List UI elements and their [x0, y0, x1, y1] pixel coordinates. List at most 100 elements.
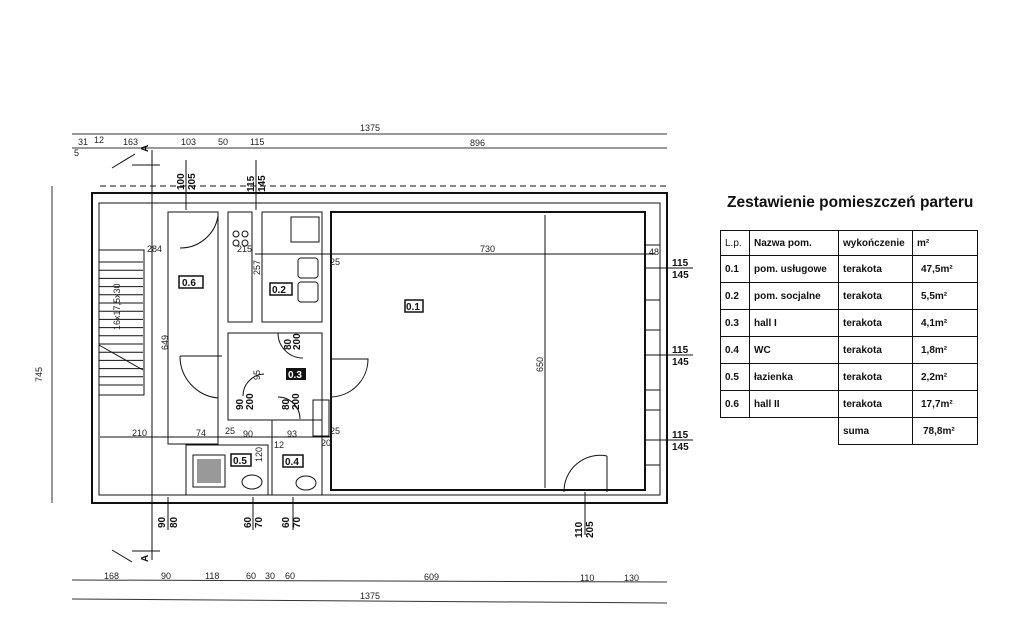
dimension-label: 60	[246, 571, 256, 581]
dimension-label: 80	[169, 516, 180, 528]
dimension-label: 130	[624, 573, 639, 583]
dimension-label: 90	[157, 516, 168, 528]
dimension-label: 12	[274, 440, 284, 450]
dimension-label: 115	[672, 345, 689, 356]
cell-finish: terakota	[838, 363, 913, 391]
room-0-1: 0.1	[255, 211, 661, 493]
dimension-label: 60	[281, 516, 292, 528]
cell-name: pom. usługowe	[749, 255, 839, 283]
window	[644, 409, 661, 466]
dimension-label: 745	[34, 367, 44, 382]
cell-finish: terakota	[838, 336, 913, 364]
cell-name: WC	[749, 336, 839, 364]
opening-labels-bottom: 90 80 60 70 60 70 110 205	[157, 492, 596, 538]
room-tag-0-3: 0.3	[288, 370, 302, 381]
dimension-label: 12	[94, 135, 104, 145]
dimension-label: 145	[672, 357, 689, 368]
dimension-label: 110	[574, 521, 585, 538]
cell-area: 4,1m²	[912, 309, 978, 337]
room-0-4: 0.4	[271, 419, 323, 496]
cell-area: 1,8m²	[912, 336, 978, 364]
dimension-label: 120	[254, 447, 264, 462]
dimension-label: 145	[257, 175, 268, 192]
dimension-label: 115	[250, 137, 264, 147]
cell-name: hall II	[749, 390, 839, 418]
window	[644, 329, 661, 391]
dim-total-top: 1375	[360, 123, 380, 133]
dimension-label: 80	[281, 398, 292, 410]
staircase: 16x17,5x30	[98, 249, 145, 396]
room-tag-0-1: 0.1	[406, 302, 420, 313]
cell-lp: 0.2	[720, 282, 750, 310]
dimension-label: 650	[535, 357, 545, 372]
room-tag-0-4: 0.4	[285, 457, 299, 468]
header-finish: wykończenie	[838, 230, 913, 256]
header-lp: L.p.	[720, 230, 750, 256]
dimension-label: 115	[672, 430, 689, 441]
header-area: m²	[912, 230, 978, 256]
dimension-label: 20	[321, 438, 331, 448]
dimension-label: 163	[123, 137, 138, 147]
bottom-dimensions: 168 90 118 60 30 60 609 110 130 1375	[71, 571, 668, 604]
dimension-label: A	[140, 145, 151, 152]
dimension-label: 25	[330, 426, 340, 436]
dimension-label: 200	[292, 333, 303, 350]
dimension-label: 60	[243, 516, 254, 528]
dimension-label: 115	[672, 258, 689, 269]
dimension-label: 110	[580, 573, 594, 583]
room-tag-0-5: 0.5	[233, 456, 247, 467]
cell-finish: terakota	[838, 255, 913, 283]
dimension-label: 50	[218, 137, 228, 147]
top-dimensions: 1375 31 12 163 103 50 115 896 5	[72, 123, 667, 158]
sum-row: suma 78,8m²	[721, 417, 978, 445]
cell-area: 5,5m²	[912, 282, 978, 310]
dimension-label: 90	[243, 429, 253, 439]
cell-name: łazienka	[749, 363, 839, 391]
section-marker-bottom: A	[111, 549, 160, 563]
dimension-label: 205	[187, 173, 198, 190]
dimension-label: 609	[424, 572, 439, 582]
dimension-label: 70	[254, 516, 265, 528]
dimension-label: 896	[470, 138, 485, 148]
dimension-label: 145	[672, 442, 689, 453]
left-dimension: 745	[34, 186, 53, 503]
section-marker-top: A	[111, 145, 160, 560]
dimension-label: 257	[252, 260, 262, 275]
dimension-label: 200	[245, 393, 256, 410]
dimension-label: 118	[205, 571, 219, 581]
dimension-label: 168	[104, 571, 119, 581]
cell-lp: 0.6	[720, 390, 750, 418]
dimension-label: 210	[132, 428, 147, 438]
dimension-label: 25	[225, 426, 235, 436]
dimension-label: 48	[649, 247, 659, 257]
dimension-label: 215	[237, 244, 252, 254]
dim-total-bottom: 1375	[360, 591, 380, 601]
cell-area: 47,5m²	[912, 255, 978, 283]
dimension-label: 31	[78, 137, 88, 147]
opening-labels-top: 100 205 115 145	[176, 160, 268, 210]
room-0-3: 0.3	[227, 332, 330, 437]
cell-name: pom. socjalne	[749, 282, 839, 310]
dimension-label: 80	[283, 338, 294, 350]
opening-labels-right: 115 145 115 145 115 145	[645, 258, 693, 453]
room-tag-0-6: 0.6	[182, 278, 196, 289]
dimension-label: 93	[287, 429, 297, 439]
dimension-label: 284	[147, 244, 162, 254]
dimension-label: 70	[292, 516, 303, 528]
cell-lp: 0.3	[720, 309, 750, 337]
room-0-6: 0.6	[167, 211, 222, 445]
dimension-label: 60	[285, 571, 295, 581]
cell-finish: terakota	[838, 282, 913, 310]
dimension-label: 16x17,5x30	[112, 283, 122, 330]
dimension-label: 145	[672, 270, 689, 281]
table-header-row: L.p. Nazwa pom. wykończenie m²	[720, 230, 978, 256]
dimension-label: 90	[161, 571, 171, 581]
cell-lp: 0.4	[720, 336, 750, 364]
summary-title: Zestawienie pomieszczeń parteru	[727, 194, 974, 211]
